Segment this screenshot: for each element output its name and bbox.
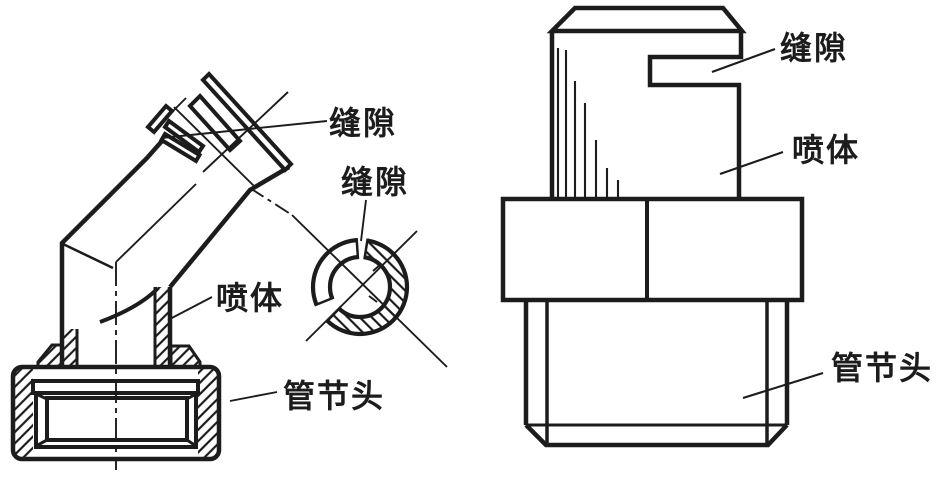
section-diagonal-line-1 <box>291 214 448 368</box>
fitting-cavity-chamfers <box>35 392 197 448</box>
ring-slit-gap-top <box>356 236 368 262</box>
thread-outer-edges <box>523 300 790 425</box>
label-slit: 缝隙 <box>780 30 848 66</box>
cap-plate-top-long <box>200 71 294 173</box>
section-diagonal-line-2 <box>305 230 418 342</box>
label-pipe-fitting: 管节头 <box>831 350 933 386</box>
body-right-edge-with-slit-notch <box>647 31 744 199</box>
cap-plate-mid <box>187 93 243 153</box>
body-right-edge <box>168 165 291 289</box>
hex-outline <box>500 196 805 303</box>
head-axis-thin-line <box>202 91 289 173</box>
leader-line-fitting <box>229 391 278 402</box>
tube-right-wall-hatch <box>155 287 170 368</box>
spray-body-front <box>546 5 747 199</box>
fitting-left-collar-outline <box>36 343 61 368</box>
slit-cross-section-view <box>291 214 448 368</box>
fitting-thread-front <box>523 300 790 448</box>
label-nozzle-body: 喷体 <box>792 132 860 168</box>
leader-line-slit-section <box>360 199 367 242</box>
nozzle-elbow-body <box>59 139 291 368</box>
nozzle-head-cap-plates <box>145 71 294 187</box>
stem-bore-edges <box>75 287 157 368</box>
leader-line-slit <box>711 48 776 73</box>
tube-left-wall-hatch <box>62 329 77 368</box>
fitting-left-wall-hatch <box>14 369 33 458</box>
body-axis-line <box>115 183 197 263</box>
leader-line-body <box>719 151 784 175</box>
slit-aux-thin-line <box>159 97 187 125</box>
label-slit-top: 缝隙 <box>329 105 397 141</box>
body-top-bevel-face <box>546 5 747 34</box>
fitting-left-collar-hatch <box>38 345 61 368</box>
right-view-callouts: 缝隙 喷体 管节头 <box>711 30 933 400</box>
right-view-nozzle-front: 缝隙 喷体 管节头 <box>500 5 933 448</box>
slit-plane-thin-line <box>173 106 255 187</box>
fitting-right-wall-hatch <box>198 369 217 458</box>
ring-gap-edges <box>314 238 369 324</box>
leader-line-body <box>167 296 213 321</box>
nozzle-stem-section <box>75 287 173 368</box>
leader-line-slit-top <box>160 120 328 139</box>
slit-deflector-tab <box>145 103 175 135</box>
elbow-seam-line <box>62 242 114 270</box>
thread-inner-edges <box>545 300 769 445</box>
axis-centerline-to-section <box>249 187 293 216</box>
thread-bottom-chamfered-edge <box>524 423 789 448</box>
left-view-callouts: 缝隙 缝隙 喷体 管节头 <box>160 105 409 414</box>
section-center-dashes <box>368 263 382 303</box>
fitting-hex-front <box>500 196 805 303</box>
elbow-inner-arc <box>99 286 160 324</box>
cylindrical-shading-lines <box>556 48 620 198</box>
leader-line-fitting <box>742 371 824 400</box>
fitting-cavity-inner-rect <box>45 396 189 442</box>
label-slit-section: 缝隙 <box>341 164 409 200</box>
label-pipe-fitting: 管节头 <box>283 378 385 414</box>
left-view-angled-nozzle-section: 缝隙 缝隙 喷体 管节头 <box>10 71 448 470</box>
label-nozzle-body: 喷体 <box>216 280 284 316</box>
ring-hatch-region <box>327 240 407 335</box>
body-left-edge <box>59 139 164 368</box>
